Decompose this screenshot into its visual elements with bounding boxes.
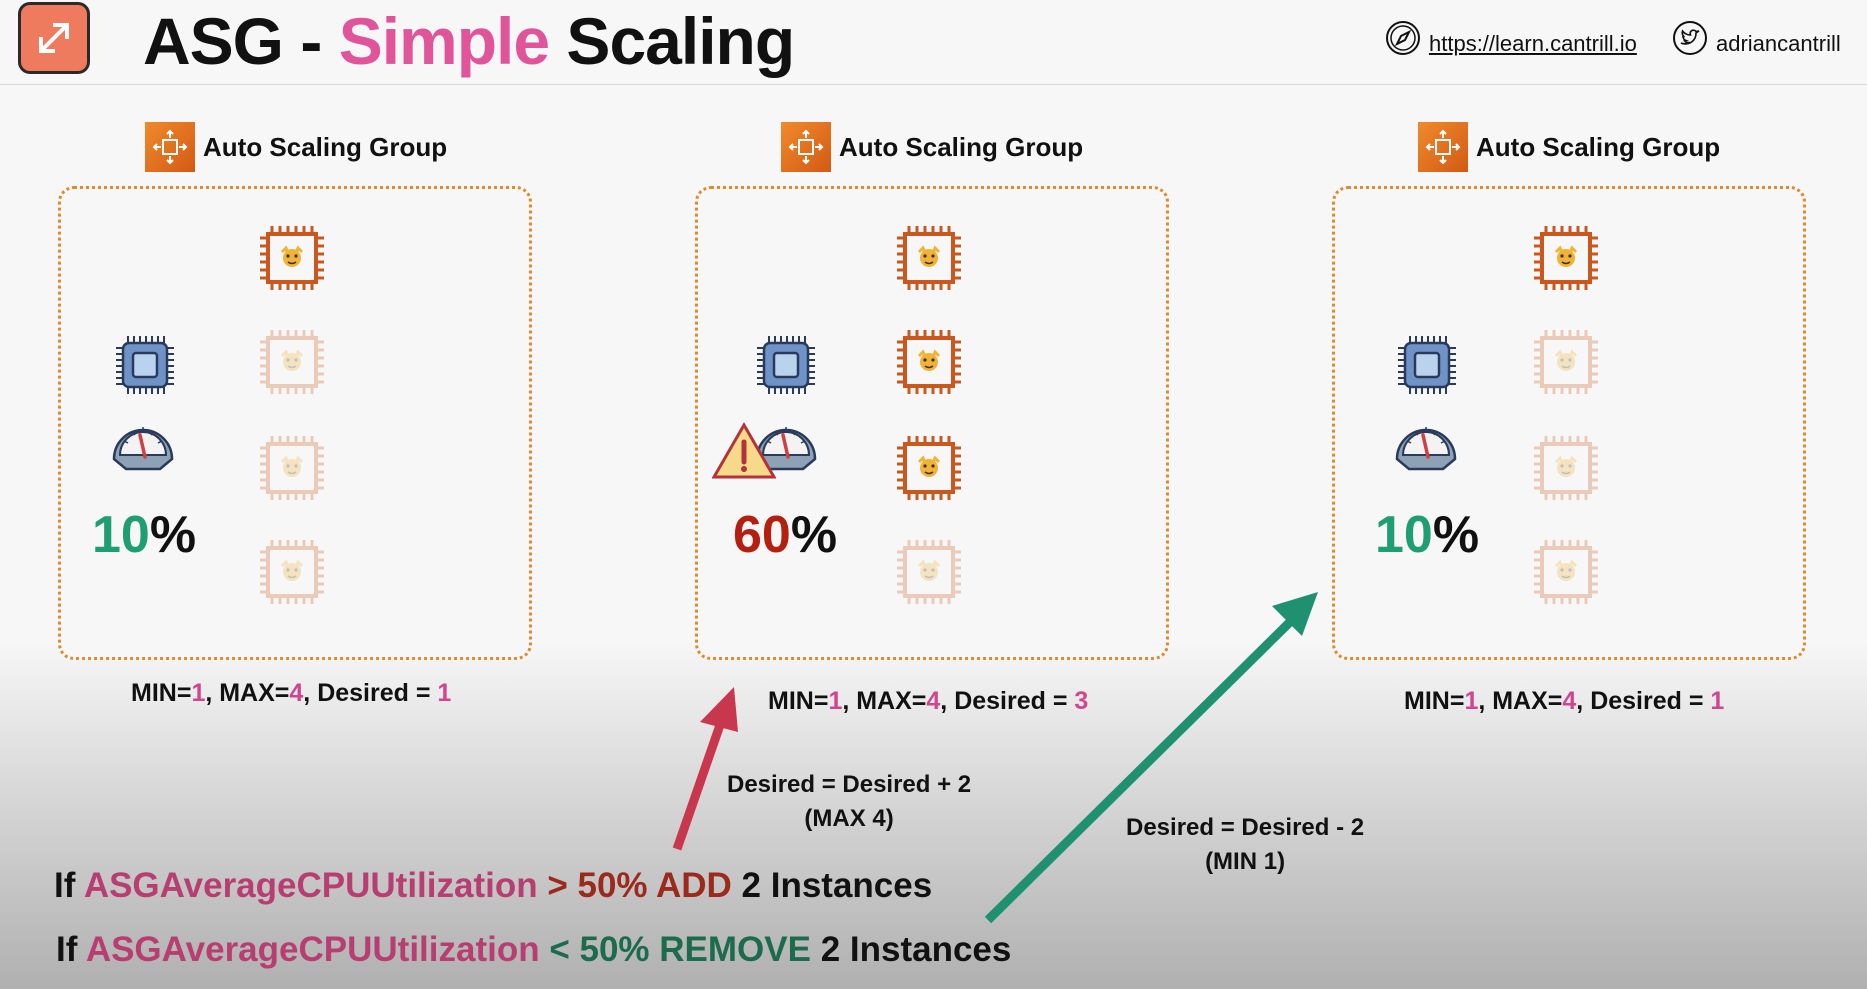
asg-label-2: Auto Scaling Group bbox=[781, 120, 1084, 173]
ec2-instance-inactive-icon bbox=[1532, 538, 1600, 611]
twitter-handle: adriancantrill bbox=[1716, 31, 1841, 56]
rule-action: 2 Instances bbox=[731, 866, 933, 905]
scale-out-rule: If ASGAverageCPUUtilization > 50% ADD 2 … bbox=[54, 864, 932, 908]
min-value: 1 bbox=[191, 679, 206, 707]
capacity-caption-1: MIN=1, MAX=4, Desired = 1 bbox=[131, 678, 451, 708]
cpu-value: 10 bbox=[92, 506, 150, 564]
course-link-text: https://learn.cantrill.io bbox=[1429, 31, 1637, 56]
desired-value: 1 bbox=[437, 679, 452, 707]
desired-label: , Desired = bbox=[940, 687, 1075, 715]
capacity-caption-3: MIN=1, MAX=4, Desired = 1 bbox=[1404, 686, 1724, 716]
rule-if: If bbox=[56, 930, 86, 969]
ec2-instance-icon bbox=[1532, 224, 1600, 297]
max-value: 4 bbox=[926, 687, 941, 715]
rule-if: If bbox=[54, 866, 84, 905]
auto-scaling-icon bbox=[781, 122, 831, 173]
desired-label: , Desired = bbox=[303, 679, 438, 707]
asg-label-text: Auto Scaling Group bbox=[1476, 132, 1721, 163]
rule-condition: < 50% REMOVE bbox=[539, 930, 811, 969]
ec2-instance-icon bbox=[895, 434, 963, 507]
rule-action: 2 Instances bbox=[810, 930, 1012, 969]
min-label: MIN= bbox=[1404, 687, 1465, 715]
scale-out-formula: Desired = Desired + 2 bbox=[727, 771, 972, 798]
page-title: ASG - Simple Scaling bbox=[143, 2, 795, 80]
desired-value: 1 bbox=[1710, 687, 1725, 715]
ec2-instance-icon bbox=[895, 224, 963, 297]
scale-out-label: Desired = Desired + 2 (MAX 4) bbox=[727, 768, 971, 836]
gauge-icon bbox=[110, 415, 176, 476]
asg-label-3: Auto Scaling Group bbox=[1418, 120, 1721, 173]
ec2-instance-icon bbox=[258, 224, 326, 297]
header-bar: ASG - Simple Scaling https://learn.cantr… bbox=[0, 0, 1867, 85]
auto-scaling-icon bbox=[145, 122, 195, 173]
percent-sign: % bbox=[1432, 506, 1480, 564]
scale-in-rule: If ASGAverageCPUUtilization < 50% REMOVE… bbox=[56, 928, 1011, 972]
cpu-percent-1: 10% bbox=[92, 505, 196, 565]
rule-metric: ASGAverageCPUUtilization bbox=[85, 930, 540, 969]
max-value: 4 bbox=[289, 679, 304, 707]
scale-out-arrow bbox=[672, 687, 738, 851]
desired-label: , Desired = bbox=[1576, 687, 1711, 715]
cpu-chip-icon bbox=[114, 334, 176, 401]
max-label: , MAX= bbox=[1478, 687, 1563, 715]
rule-metric: ASGAverageCPUUtilization bbox=[83, 866, 538, 905]
auto-scaling-icon bbox=[1418, 122, 1468, 173]
scale-in-limit: (MIN 1) bbox=[1205, 848, 1286, 875]
asg-label-text: Auto Scaling Group bbox=[839, 132, 1084, 163]
twitter-icon bbox=[1672, 20, 1708, 68]
gauge-icon bbox=[753, 415, 819, 476]
capacity-caption-2: MIN=1, MAX=4, Desired = 3 bbox=[768, 686, 1088, 716]
title-suffix: Scaling bbox=[549, 4, 795, 78]
ec2-instance-inactive-icon bbox=[895, 538, 963, 611]
ec2-instance-inactive-icon bbox=[1532, 434, 1600, 507]
warning-icon bbox=[711, 421, 777, 485]
asg-label-text: Auto Scaling Group bbox=[203, 132, 448, 163]
max-label: , MAX= bbox=[842, 687, 927, 715]
rule-condition: > 50% ADD bbox=[537, 866, 732, 905]
percent-sign: % bbox=[149, 506, 197, 564]
logo-icon bbox=[18, 2, 90, 74]
scale-in-formula: Desired = Desired - 2 bbox=[1126, 814, 1365, 841]
min-value: 1 bbox=[828, 687, 843, 715]
percent-sign: % bbox=[790, 506, 838, 564]
ec2-instance-inactive-icon bbox=[258, 328, 326, 401]
min-label: MIN= bbox=[768, 687, 829, 715]
max-label: , MAX= bbox=[205, 679, 290, 707]
max-value: 4 bbox=[1562, 687, 1577, 715]
cpu-percent-3: 10% bbox=[1375, 505, 1479, 565]
gauge-icon bbox=[1393, 415, 1459, 476]
ec2-instance-icon bbox=[895, 328, 963, 401]
min-label: MIN= bbox=[131, 679, 192, 707]
title-prefix: ASG - bbox=[143, 4, 339, 78]
twitter-link[interactable]: adriancantrill bbox=[1672, 20, 1841, 68]
desired-value: 3 bbox=[1074, 687, 1089, 715]
cpu-chip-icon bbox=[1396, 334, 1458, 401]
ec2-instance-inactive-icon bbox=[1532, 328, 1600, 401]
title-highlight: Simple bbox=[338, 4, 550, 78]
cpu-value: 60 bbox=[733, 506, 791, 564]
cpu-chip-icon bbox=[755, 334, 817, 401]
ec2-instance-inactive-icon bbox=[258, 434, 326, 507]
course-link[interactable]: https://learn.cantrill.io bbox=[1385, 20, 1637, 68]
ec2-instance-inactive-icon bbox=[258, 538, 326, 611]
cpu-percent-2: 60% bbox=[733, 505, 837, 565]
cpu-value: 10 bbox=[1375, 506, 1433, 564]
scale-in-label: Desired = Desired - 2 (MIN 1) bbox=[1126, 811, 1364, 879]
asg-label-1: Auto Scaling Group bbox=[145, 120, 448, 173]
scale-out-limit: (MAX 4) bbox=[804, 805, 894, 832]
compass-icon bbox=[1385, 20, 1421, 68]
min-value: 1 bbox=[1464, 687, 1479, 715]
scale-in-arrow bbox=[984, 592, 1318, 924]
